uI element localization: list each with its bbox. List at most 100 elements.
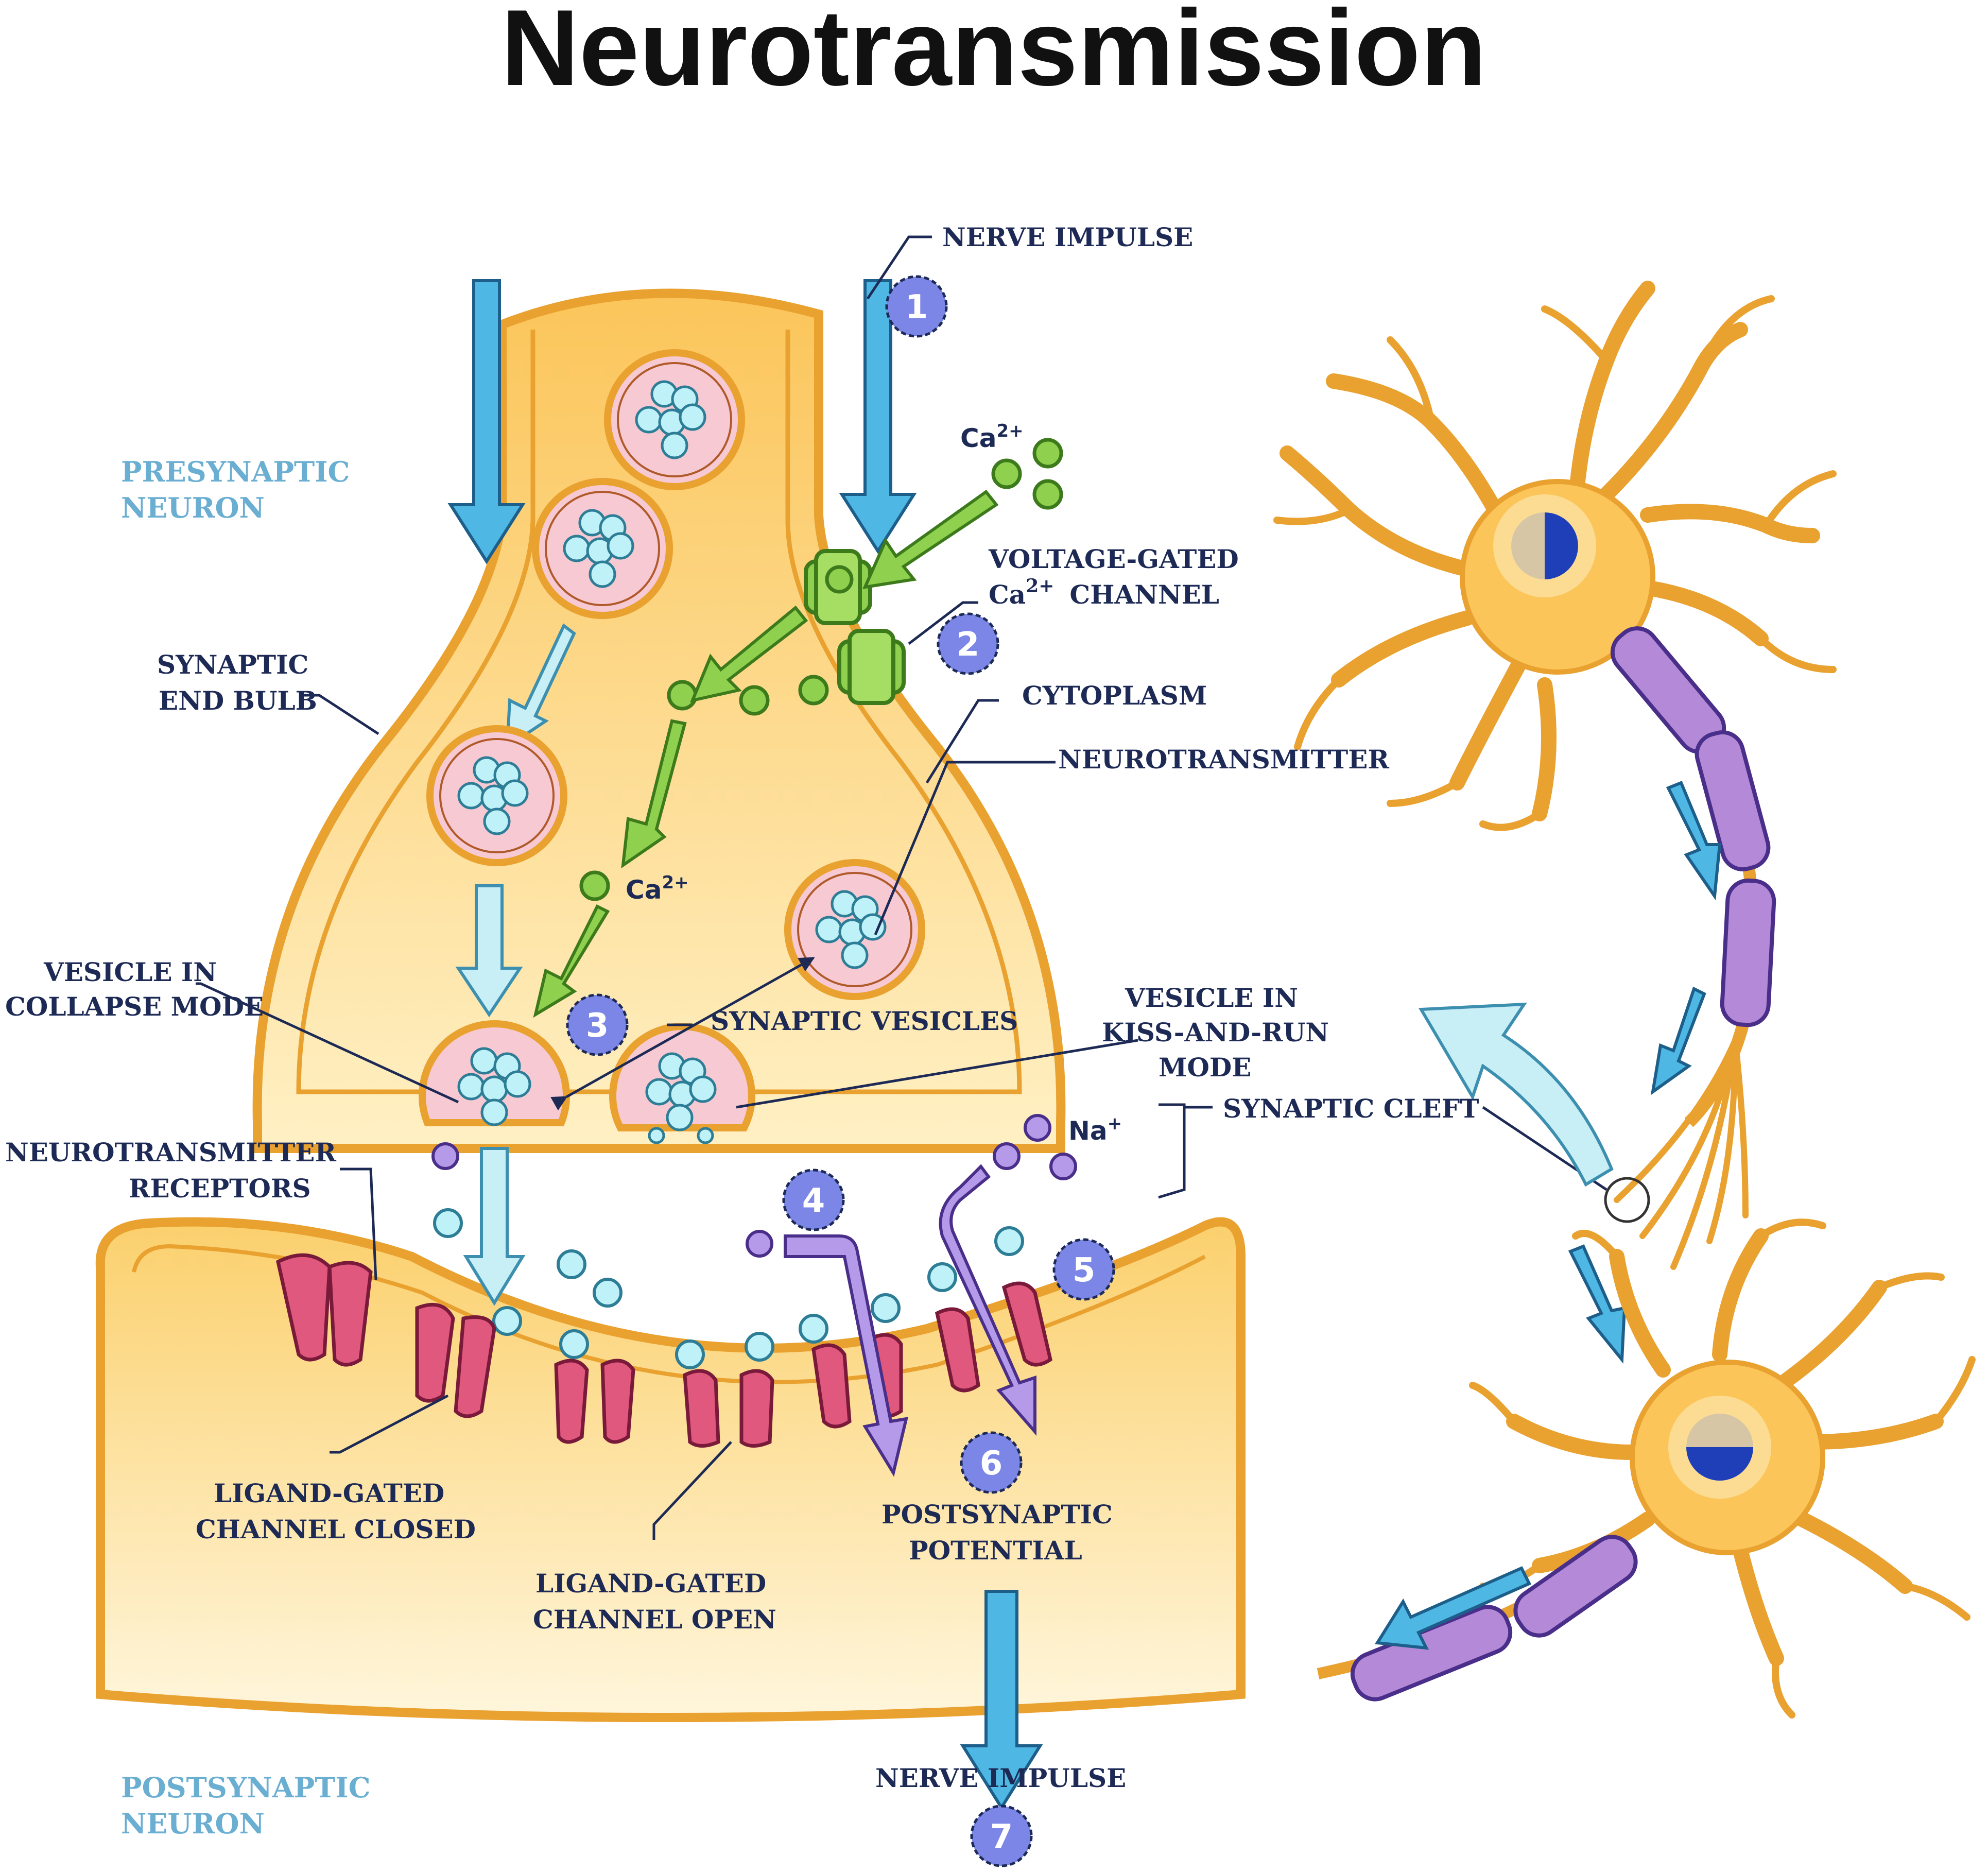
sodium-ion [746,1230,773,1258]
label-nerve-impulse-bottom: NERVE IMPULSE [875,1763,1126,1793]
receptor-open [683,1369,720,1448]
label-synaptic-cleft: SYNAPTIC CLEFT [1223,1093,1479,1124]
neurotransmitter-molecule [559,1329,589,1359]
synapse-zoom-circle [1604,1177,1650,1223]
label-nt-receptors-2: RECEPTORS [129,1173,311,1204]
ion-label-ca-top: Ca2+ [960,421,1024,453]
label-voltage-gated-2: Ca2+CHANNEL [989,575,1219,610]
svg-text:1: 1 [905,288,928,327]
label-postsynaptic-neuron-2: NEURON [121,1807,265,1840]
calcium-ion [1032,438,1063,469]
label-lg-open-2: CHANNEL OPEN [533,1604,776,1635]
label-postsynaptic-potential-1: POSTSYNAPTIC [881,1499,1113,1530]
label-nt-receptors-1: NEUROTRANSMITTER [5,1137,336,1167]
receptor [327,1261,373,1367]
receptor [935,1307,980,1393]
label-neurotransmitter: NEUROTRANSMITTER [1058,744,1389,775]
neurotransmitter-molecule [433,1208,463,1238]
vesicle [604,349,745,490]
calcium-ion [825,565,854,594]
ion-labels: Ca2+ Ca2+ Na+ [626,421,1122,1146]
calcium-ion [991,458,1022,489]
step-badge-4: 4 [782,1169,845,1231]
receptor [811,1343,852,1429]
step-badge-2: 2 [937,612,999,675]
label-vesicle-kiss-1: VESICLE IN [1125,983,1298,1013]
neurotransmitter-molecule [675,1339,705,1369]
nucleus-bottom [1686,1447,1753,1481]
sodium-ion [431,1142,459,1170]
neurotransmitter-molecule [994,1226,1024,1256]
calcium-ion [667,680,698,711]
svg-text:7: 7 [990,1818,1013,1856]
sodium-flow-arrows [784,1164,1036,1477]
sodium-ions [431,1114,1077,1258]
step-badge-5: 5 [1052,1238,1115,1301]
receptor [1001,1281,1052,1367]
svg-text:6: 6 [980,1445,1003,1483]
vesicle [532,478,673,619]
calcium-ion [579,870,610,901]
vesicle-kiss-and-run [609,1023,755,1144]
labels: NERVE IMPULSE PRESYNAPTIC NEURON VOLTAGE… [5,222,1479,1840]
sodium-ion [993,1142,1021,1170]
label-lg-open-1: LIGAND-GATED [535,1568,766,1599]
neurotransmitter-molecule [745,1332,774,1362]
label-synaptic-vesicles: SYNAPTIC VESICLES [711,1006,1018,1036]
label-lg-closed-1: LIGAND-GATED [214,1478,444,1508]
label-cytoplasm: CYTOPLASM [1022,680,1207,711]
step-badges: 1 2 3 4 5 6 7 [566,275,1115,1867]
vesicle [426,725,567,866]
svg-text:5: 5 [1073,1251,1096,1290]
label-postsynaptic-potential-2: POTENTIAL [909,1535,1082,1566]
label-vesicle-kiss-2: KISS-AND-RUN [1102,1017,1329,1047]
sodium-ion [1024,1114,1051,1142]
neurotransmitter-molecule [557,1249,586,1279]
calcium-ions [579,438,1063,901]
label-lg-closed-2: CHANNEL CLOSED [196,1514,476,1544]
label-presynaptic-neuron-2: NEURON [121,491,265,524]
neurotransmitter-molecule [799,1314,828,1344]
neuron-illustration [1273,281,1976,1719]
receptor [554,1359,589,1444]
vesicle-path-arrows [455,623,576,1306]
receptor-open [739,1369,774,1448]
svg-text:2: 2 [957,626,980,664]
diagram-title: Neurotransmission [501,0,1486,108]
receptor [600,1359,635,1444]
receptor [454,1315,496,1418]
label-vesicle-kiss-3: MODE [1159,1052,1251,1083]
neurotransmitter-molecule [492,1306,522,1336]
ion-label-ca-mid: Ca2+ [626,872,689,905]
label-vesicle-collapse-1: VESICLE IN [43,957,217,987]
neurotransmitter-molecule [871,1293,901,1323]
label-voltage-gated-1: VOLTAGE-GATED [988,544,1239,574]
ion-label-na: Na+ [1068,1113,1122,1146]
sodium-ion [1049,1153,1077,1180]
step-badge-3: 3 [566,993,629,1056]
vesicle [784,859,925,1000]
step-badge-1: 1 [885,275,948,338]
label-nerve-impulse-top: NERVE IMPULSE [942,222,1193,252]
step-badge-7: 7 [970,1805,1033,1867]
svg-text:4: 4 [802,1182,825,1220]
neurotransmitter-molecules [433,1208,1024,1369]
label-synaptic-end-bulb-1: SYNAPTIC [157,649,308,680]
label-postsynaptic-neuron-1: POSTSYNAPTIC [121,1771,371,1804]
neurotransmitter-molecule [927,1262,957,1292]
zoom-arrow [1418,1002,1614,1187]
step-badge-6: 6 [960,1431,1023,1494]
svg-text:3: 3 [586,1007,609,1045]
label-presynaptic-neuron-1: PRESYNAPTIC [121,455,350,488]
calcium-ion [739,685,770,716]
axon-myelin [1610,626,1776,1270]
neurotransmitter-molecule [593,1278,623,1308]
nucleus-top [1545,512,1578,579]
leader-lines [196,235,1607,1540]
calcium-ion [798,675,829,706]
receptor [415,1302,455,1403]
label-vesicle-collapse-2: COLLAPSE MODE [5,991,264,1022]
label-synaptic-end-bulb-2: END BULB [159,685,317,716]
calcium-ion [1032,479,1063,510]
